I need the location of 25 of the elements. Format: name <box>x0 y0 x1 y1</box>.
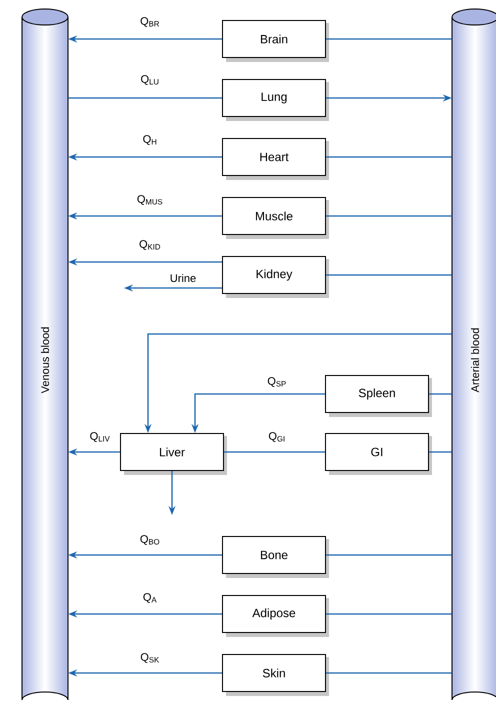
edge-label: Q$_{KID}$ <box>138 239 162 251</box>
organ-box: GI <box>325 433 432 475</box>
edge-label: Q$_{LU}$ <box>140 74 160 86</box>
edge-label: Q$_{GI}$ <box>267 431 287 443</box>
edge-label: Q$_{BO}$ <box>138 534 162 546</box>
blood-vessel-cylinder: Arterial blood <box>452 8 496 700</box>
edge-label: Q$_{SP}$ <box>266 376 288 388</box>
organ-box: Heart <box>222 138 329 180</box>
organ-box: Bone <box>222 536 329 578</box>
blood-vessel-cylinder: Venous blood <box>22 8 68 700</box>
edge-label: Urine <box>168 272 198 284</box>
organ-box: Brain <box>222 20 329 62</box>
organ-box: Adipose <box>222 595 329 637</box>
organ-box: Kidney <box>222 256 329 298</box>
edge-label: Q$_{LIV}$ <box>88 431 112 443</box>
organ-box: Liver <box>120 433 227 475</box>
edge-label: Q$_{H}$ <box>142 134 158 146</box>
edge-label: Q$_{A}$ <box>142 592 158 604</box>
edge-label: Q$_{SK}$ <box>139 652 161 664</box>
organ-box: Muscle <box>222 197 329 239</box>
organ-box: Skin <box>222 654 329 696</box>
organ-box: Spleen <box>325 375 432 417</box>
edge-label: Q$_{BR}$ <box>139 16 161 28</box>
organ-box: Lung <box>222 79 329 121</box>
edge-label: Q$_{MUS}$ <box>136 194 164 206</box>
